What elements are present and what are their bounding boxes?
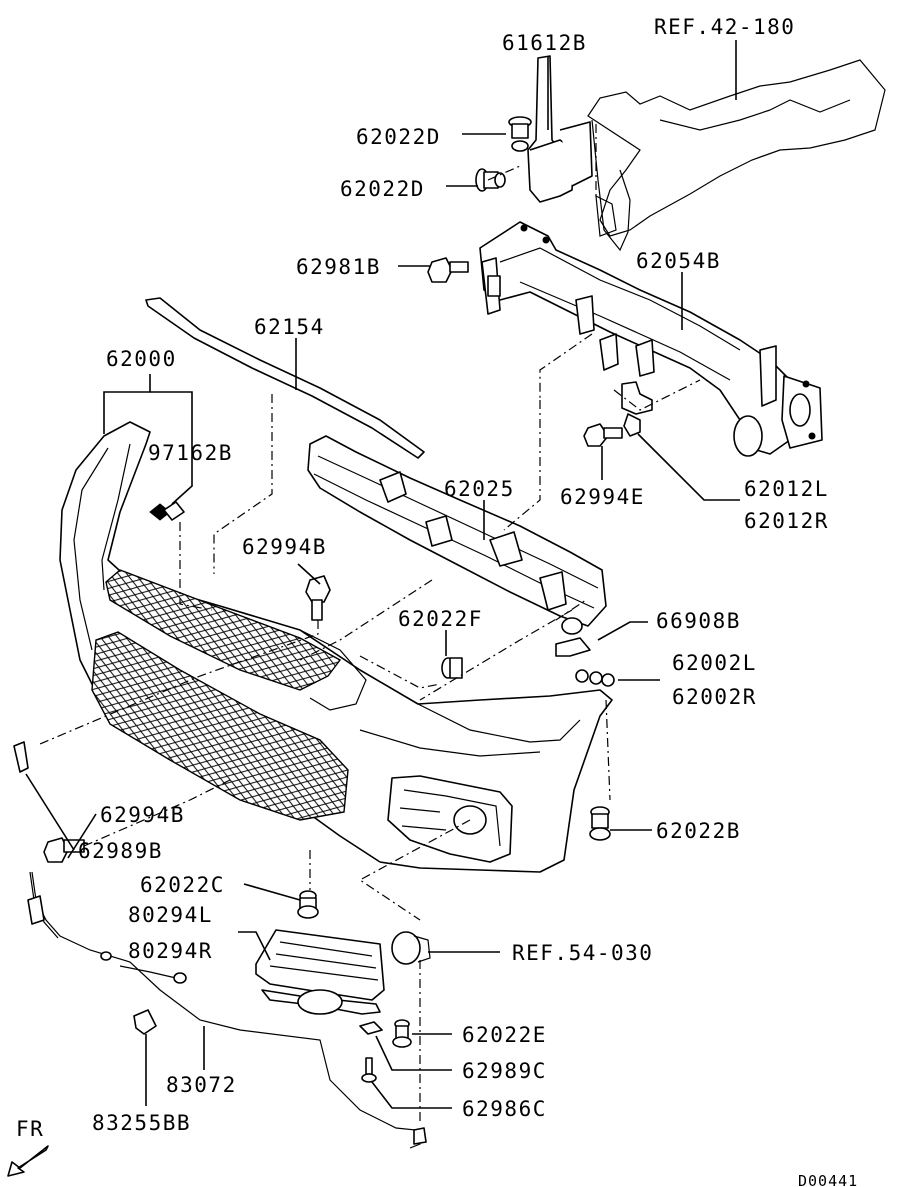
label-62022d-upper: 62022D — [356, 125, 441, 149]
label-80294l: 80294L — [128, 903, 213, 927]
clip-62022d-lower — [475, 168, 506, 192]
nut-62989c — [359, 1021, 383, 1035]
label-62002r: 62002R — [672, 685, 757, 709]
bumper-reinforcement-62054b — [479, 221, 823, 457]
wiring-harness-83072 — [27, 871, 427, 1149]
part-labels: REF.42-180 61612B 62022D 62022D 62981B 6… — [16, 15, 858, 1187]
fastener-62002 — [575, 669, 615, 687]
bolt-62994e — [583, 423, 623, 447]
energy-absorber-62025 — [307, 435, 607, 627]
label-ref-42-180: REF.42-180 — [654, 15, 795, 39]
clip-62022b — [589, 806, 611, 841]
stay-66908b — [555, 617, 591, 657]
label-62989c: 62989C — [462, 1059, 547, 1083]
bracket-61612b — [527, 55, 593, 203]
label-61612b: 61612B — [502, 31, 587, 55]
label-62012l: 62012L — [744, 477, 829, 501]
label-80294r: 80294R — [128, 939, 213, 963]
clip-62022e — [392, 1019, 412, 1048]
label-62022e: 62022E — [462, 1023, 547, 1047]
label-62000: 62000 — [106, 347, 177, 371]
label-62981b: 62981B — [296, 255, 381, 279]
front-direction-arrow — [7, 1145, 49, 1177]
chassis-frame-reference — [587, 59, 886, 252]
label-62022f: 62022F — [398, 607, 483, 631]
molding-62154 — [145, 297, 425, 459]
screw-62986c — [361, 1057, 377, 1083]
diagram-code: D00441 — [798, 1172, 858, 1187]
front-bumper-62000 — [59, 421, 613, 873]
label-62025: 62025 — [444, 477, 515, 501]
label-62154: 62154 — [254, 315, 325, 339]
fog-lamp-ref — [391, 931, 431, 965]
assembly-lines — [39, 124, 701, 1124]
bolt-62981b — [427, 257, 469, 283]
label-62022d-lower: 62022D — [340, 177, 425, 201]
fog-lamp-cover-80294 — [255, 929, 385, 1015]
label-62994b-lower: 62994B — [100, 803, 185, 827]
label-62022b: 62022B — [656, 819, 741, 843]
bolt-62994b-lower — [43, 837, 85, 863]
clip-62022c — [297, 890, 319, 919]
label-66908b: 66908B — [656, 609, 741, 633]
nut-62989b — [13, 741, 29, 773]
bolt-62994b-upper — [305, 575, 331, 621]
clip-62022d-upper — [508, 116, 532, 152]
label-62012r: 62012R — [744, 509, 829, 533]
label-62022c: 62022C — [140, 873, 225, 897]
label-83072: 83072 — [166, 1073, 237, 1097]
label-62986c: 62986C — [462, 1097, 547, 1121]
label-97162b: 97162B — [148, 441, 233, 465]
label-62002l: 62002L — [672, 651, 757, 675]
label-62989b: 62989B — [78, 839, 163, 863]
clamp-83255bb — [133, 1009, 157, 1035]
leader-lines — [25, 40, 740, 1109]
label-62994e: 62994E — [560, 485, 645, 509]
clip-62022f — [441, 657, 463, 679]
label-fr: FR — [16, 1117, 44, 1141]
label-62994b-upper: 62994B — [242, 535, 327, 559]
bracket-62012 — [621, 381, 653, 437]
label-62054b: 62054B — [636, 249, 721, 273]
label-ref-54-030: REF.54-030 — [512, 941, 653, 965]
label-83255bb: 83255BB — [92, 1111, 191, 1135]
